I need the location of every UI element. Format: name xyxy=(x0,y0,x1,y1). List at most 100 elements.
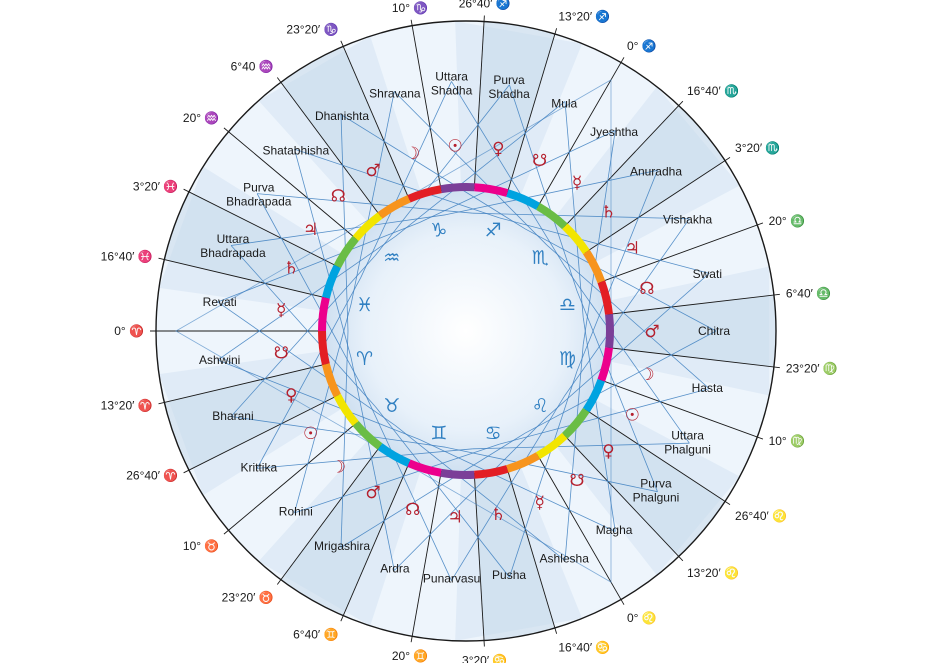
star-line xyxy=(394,91,548,246)
nakshatra-sector xyxy=(466,295,776,367)
zodiac-glyphs: ♈♉♊♋♌♍♎♏♐♑♒♓ xyxy=(356,220,576,445)
boundary-degree-label: 6°40′ ♎ xyxy=(786,287,831,301)
nakshatra-name: Shravana xyxy=(369,86,421,100)
nakshatra-labels: AshwiniBharaniKrittikaRohiniMrigashiraAr… xyxy=(199,69,730,585)
ring-segment xyxy=(352,420,383,450)
nakshatra-name-line: Uttara xyxy=(671,428,704,442)
boundary-spoke xyxy=(276,444,382,585)
nakshatra-name: Jyeshtha xyxy=(590,125,638,139)
shaded-wedge xyxy=(466,266,770,396)
star-line xyxy=(294,443,500,514)
boundary-degree-label: 3°20′ ♓ xyxy=(133,179,178,193)
planet-glyph: ♂ xyxy=(365,483,380,503)
boundary-degree-label: 0° ♌ xyxy=(627,611,657,625)
star-line xyxy=(294,303,352,513)
nakshatra-name-line: Ashlesha xyxy=(540,552,590,566)
star-line xyxy=(340,114,349,332)
star-line xyxy=(340,330,349,548)
nakshatra-name-line: Shravana xyxy=(369,86,421,100)
nakshatra-name-line: Shatabhisha xyxy=(262,144,329,158)
planet-glyph: ☉ xyxy=(625,405,640,425)
star-line xyxy=(564,218,690,397)
star-line xyxy=(395,101,566,237)
boundary-spoke xyxy=(158,363,328,405)
ring-segment xyxy=(582,249,606,284)
planet-glyph: ♄ xyxy=(491,505,506,525)
nakshatra-name-line: Uttara xyxy=(435,69,468,83)
nakshatra-name: Pusha xyxy=(492,568,526,582)
star-line xyxy=(582,317,616,532)
nakshatra-name-line: Mrigashira xyxy=(314,539,370,553)
zodiac-glyph: ♎ xyxy=(559,294,576,316)
boundary-degree-label: 10° ♑ xyxy=(392,1,428,15)
star-line xyxy=(445,169,658,216)
planet-glyphs: ☋♀☉☽♂☊♃♄☿☋♀☉☽♂☊♃♄☿☋♀☉☽♂☊♃♄☿ xyxy=(274,136,660,527)
nakshatra-name: Hasta xyxy=(692,381,724,395)
star-line xyxy=(231,416,446,448)
boundary-degree-label: 13°20′ ♐ xyxy=(558,10,610,24)
boundary-degree-label: 13°20′ ♌ xyxy=(687,566,739,580)
ring-segment xyxy=(440,468,475,479)
nakshatra-name-line: Rohini xyxy=(279,504,313,518)
planet-glyph: ☿ xyxy=(572,173,582,193)
nakshatra-name-line: Purva xyxy=(243,181,275,195)
nakshatra-name-line: Uttara xyxy=(217,232,250,246)
star-line xyxy=(499,217,710,274)
ring-segment xyxy=(597,280,613,315)
star-line xyxy=(576,290,658,492)
star-line xyxy=(524,330,717,434)
star-line xyxy=(350,91,395,304)
boundary-degree-labels: 0° ♈13°20′ ♈26°40′ ♈10° ♉23°20′ ♉6°40′ ♊… xyxy=(101,0,838,663)
star-line xyxy=(294,148,500,219)
star-line xyxy=(294,149,352,359)
zodiac-glyph: ♐ xyxy=(485,220,502,242)
ring-segment xyxy=(377,443,411,467)
boundary-degree-label: 26°40′ ♈ xyxy=(126,469,178,483)
ring-segment xyxy=(333,393,359,427)
center-disc xyxy=(324,189,608,473)
boundary-spoke xyxy=(599,222,764,283)
planet-glyph: ♀ xyxy=(602,442,614,462)
star-line xyxy=(230,245,376,408)
ring-segment xyxy=(318,331,330,366)
nakshatra-name: Ashwini xyxy=(199,353,240,367)
boundary-spoke xyxy=(606,347,780,369)
nakshatra-name-line: Vishakha xyxy=(663,213,712,227)
zodiac-glyph: ♋ xyxy=(485,422,502,444)
star-line xyxy=(582,130,616,345)
star-line xyxy=(445,446,658,493)
boundary-degree-label: 10° ♉ xyxy=(183,539,219,553)
star-line xyxy=(375,84,510,256)
planet-glyph: ♄ xyxy=(284,258,299,278)
zodiac-glyph: ♑ xyxy=(430,220,447,242)
boundary-spoke xyxy=(158,257,328,299)
boundary-degree-label: 23°20′ ♍ xyxy=(786,361,838,375)
ring-segment xyxy=(321,363,341,398)
star-line xyxy=(340,114,526,230)
boundary-spoke xyxy=(340,40,411,201)
boundary-degree-label: 3°20′ ♋ xyxy=(462,653,507,663)
nakshatra-name-line: Punarvasu xyxy=(423,572,480,586)
planet-glyph: ☉ xyxy=(303,424,318,444)
planet-glyph: ♂ xyxy=(644,322,659,342)
nakshatra-name-line: Bhadrapada xyxy=(226,195,292,209)
star-line xyxy=(472,212,690,220)
ring-segment xyxy=(582,378,606,413)
ring-segment xyxy=(440,183,475,194)
star-line xyxy=(395,425,566,561)
boundary-spoke xyxy=(506,28,558,196)
ring-segment xyxy=(506,189,540,210)
star-line xyxy=(499,388,710,445)
star-line xyxy=(546,273,710,418)
nakshatra-name-line: Chitra xyxy=(698,324,730,338)
planet-glyph: ☊ xyxy=(331,187,346,207)
planet-glyph: ♀ xyxy=(285,386,297,406)
nakshatra-name: Chitra xyxy=(698,324,730,338)
zodiac-glyph: ♊ xyxy=(430,422,447,444)
star-line xyxy=(524,228,717,332)
star-line xyxy=(394,416,548,571)
nakshatra-name-line: Shadha xyxy=(431,83,473,97)
